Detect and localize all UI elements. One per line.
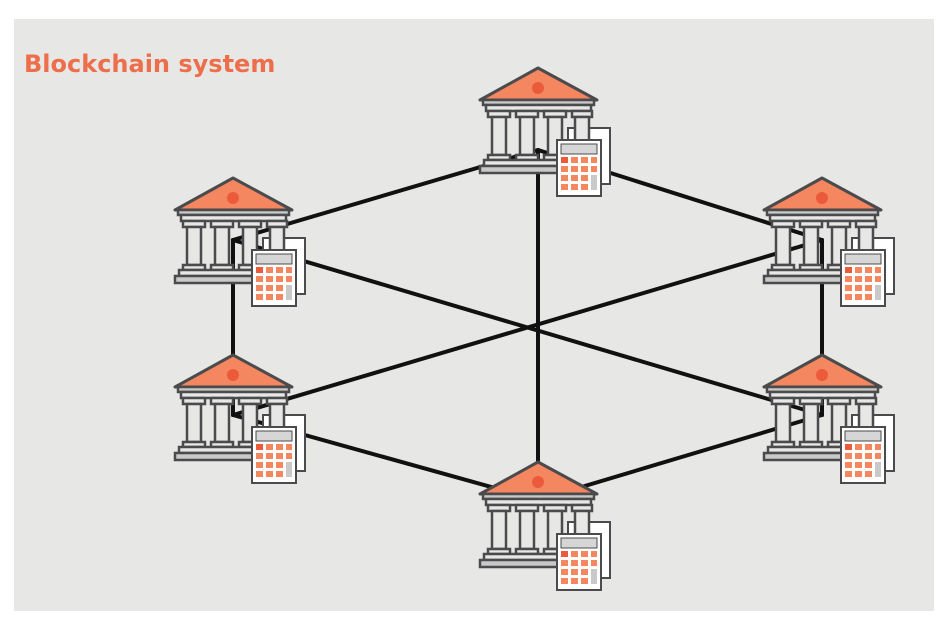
page-title: Blockchain system [24,50,276,78]
bank-icon-top [478,66,612,198]
bank-icon-top-right [762,176,896,308]
bank-icon-bottom [478,460,612,592]
edge-top-right-bottom-left [231,238,824,417]
bank-icon-bottom-right [762,353,896,485]
edge-bottom-bottom-right [536,413,824,502]
diagram-panel [14,19,934,611]
